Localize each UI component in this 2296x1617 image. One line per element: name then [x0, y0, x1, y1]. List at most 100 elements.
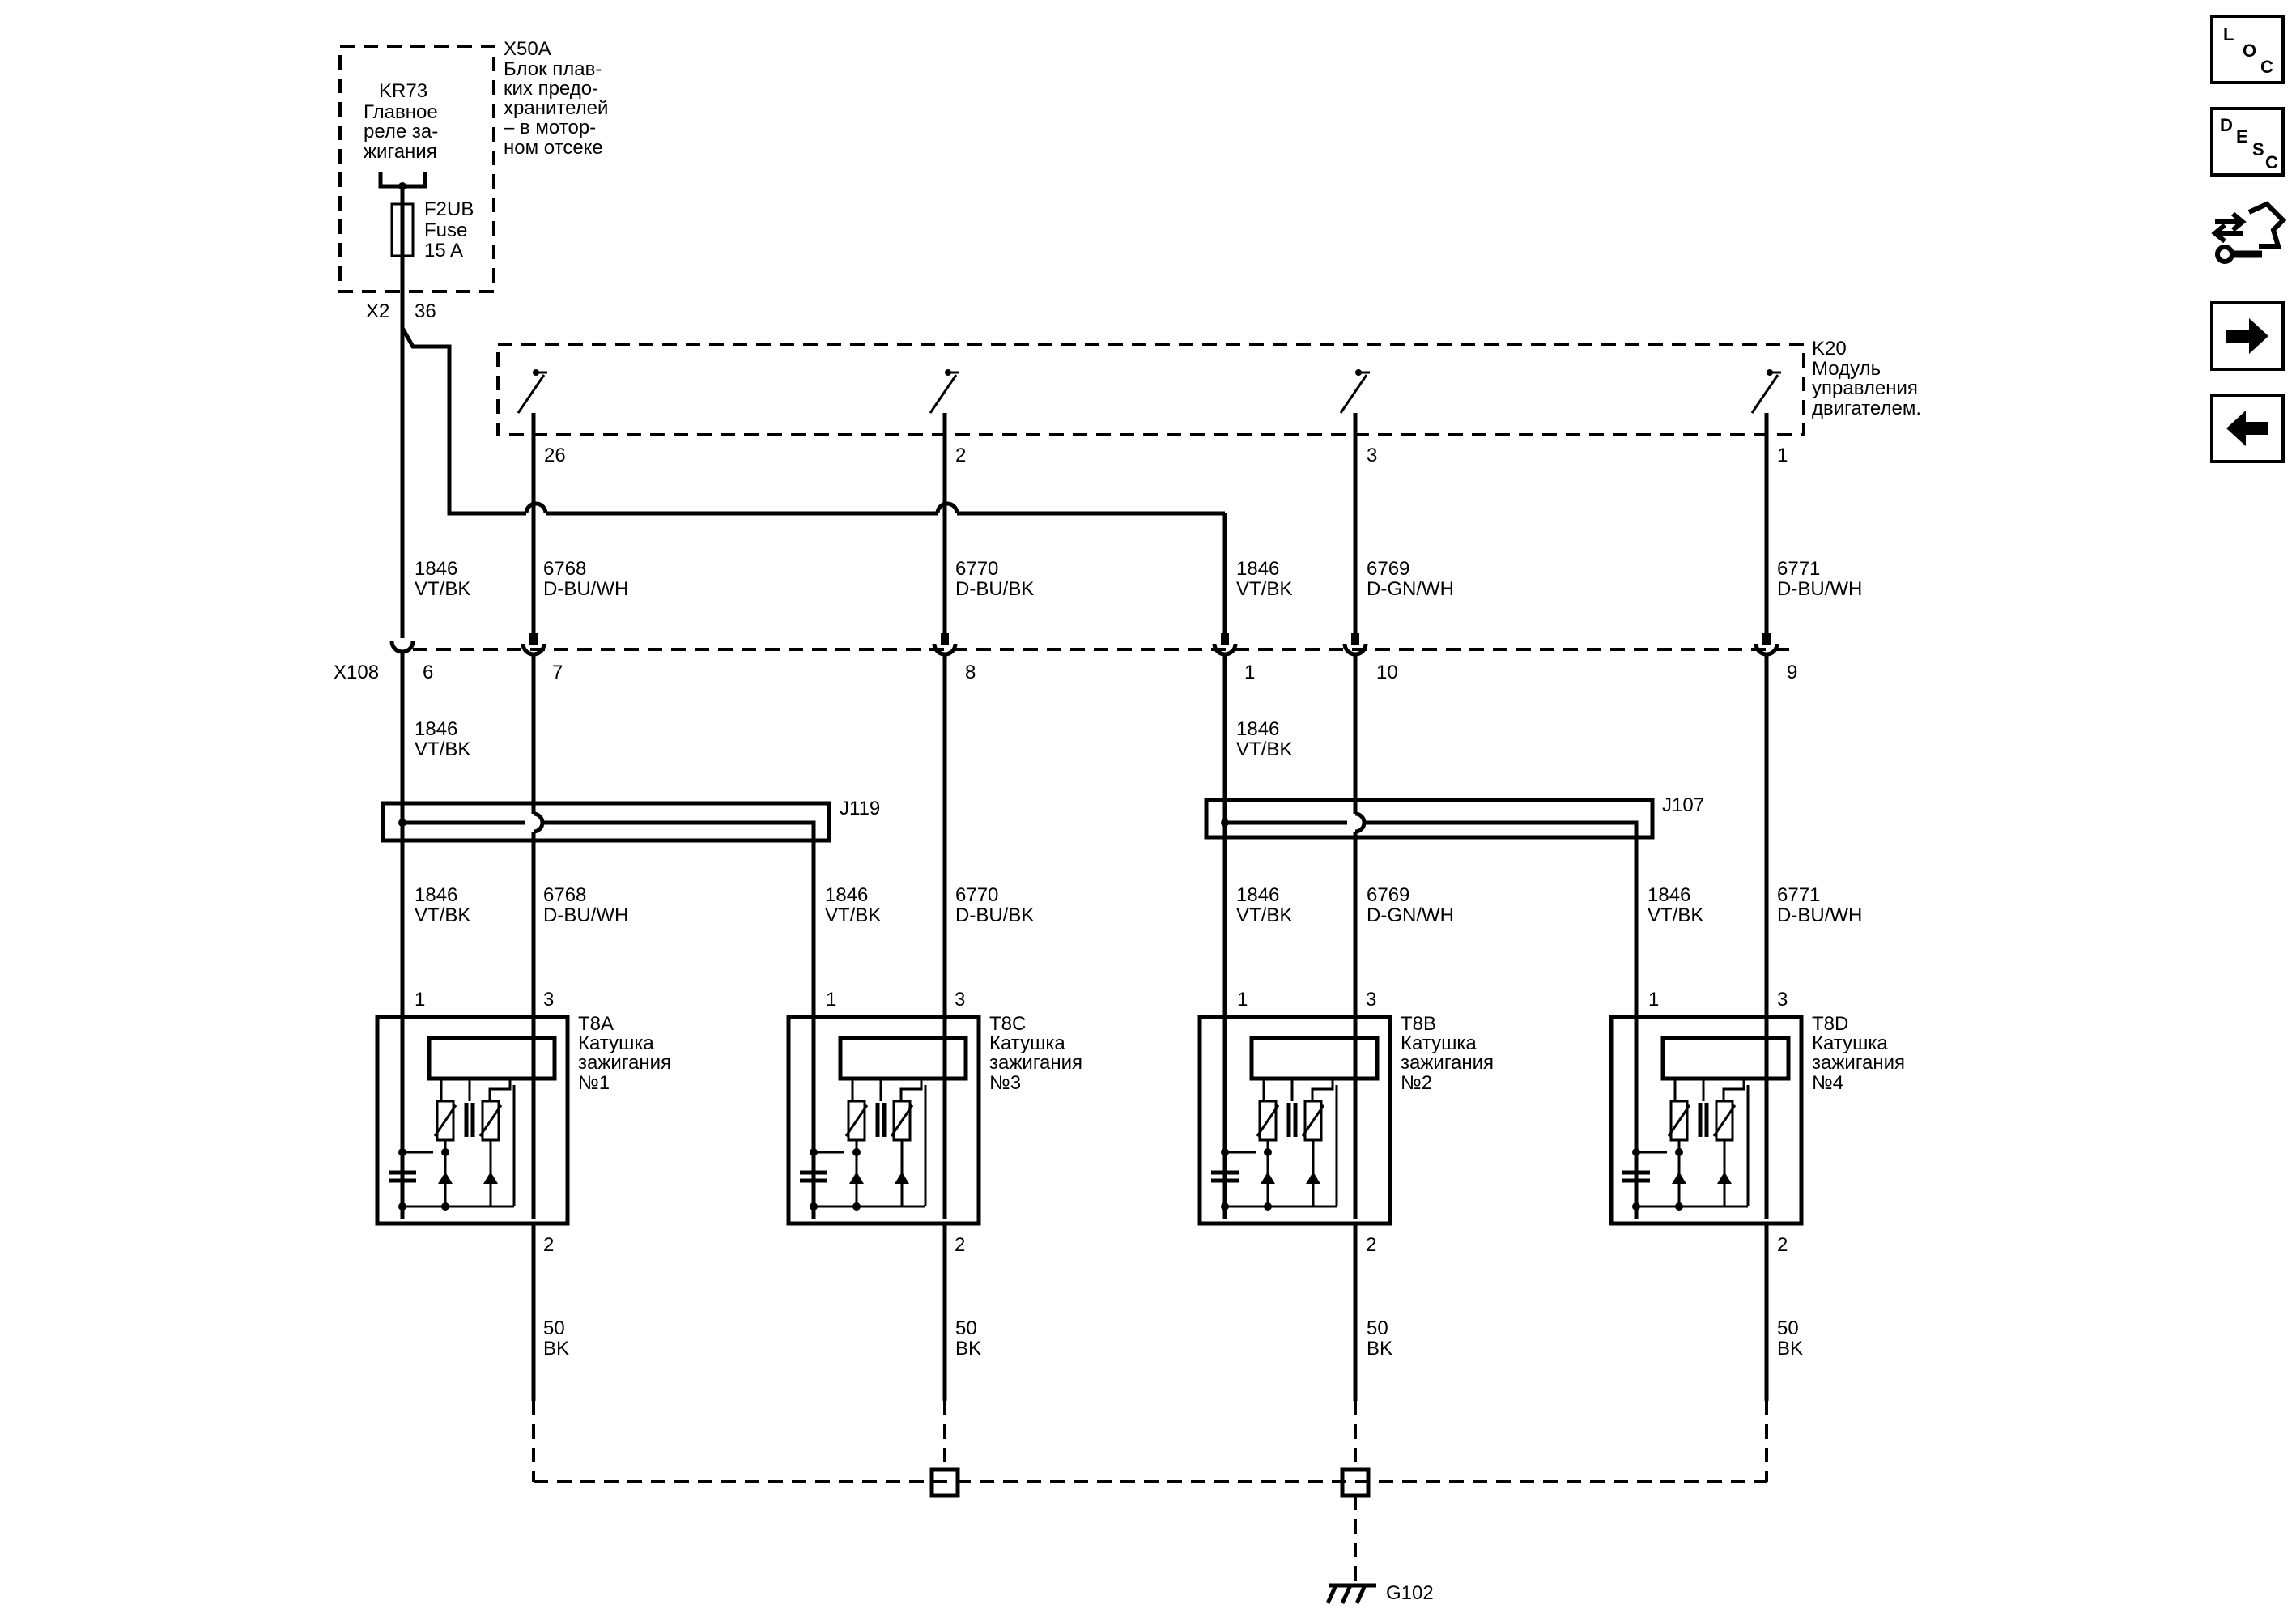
- coil-t8b: 1 3 2 T8B Катушка зажигания №2: [1197, 989, 1494, 1256]
- ecm-switch: [1339, 369, 1370, 414]
- relay-desc: Главное: [364, 101, 438, 123]
- wire-label: D-GN/WH: [1367, 578, 1454, 600]
- ecm-pin: 1: [1777, 445, 1788, 466]
- ecm-switch: [517, 369, 547, 414]
- fuse-block-desc: хранителей: [504, 97, 608, 119]
- coil-desc: зажигания: [1401, 1052, 1494, 1074]
- coil-pin: 2: [543, 1234, 554, 1256]
- wire-label: 1846: [415, 718, 457, 740]
- connector-pin: 10: [1376, 662, 1398, 683]
- coil-desc: зажигания: [989, 1052, 1082, 1074]
- wire-label: VT/BK: [415, 904, 470, 926]
- next-button[interactable]: [2210, 301, 2285, 371]
- connector-pin: 9: [1787, 662, 1797, 683]
- wire-label: 1846: [825, 884, 868, 906]
- coil-pin: 2: [955, 1234, 965, 1256]
- wire-label: 6768: [543, 558, 586, 580]
- coil-pin: 3: [955, 989, 965, 1011]
- ground-id: G102: [1386, 1582, 1434, 1604]
- wire-label: 1846: [415, 884, 457, 906]
- relay-desc: жигания: [364, 141, 437, 163]
- coil-id: T8D: [1812, 1013, 1848, 1035]
- connector-x2: X2: [366, 300, 389, 322]
- wire-label: D-BU/WH: [1777, 904, 1862, 926]
- connector-id: X108: [334, 662, 379, 683]
- coil-desc: №1: [578, 1072, 610, 1094]
- coil-desc: Катушка: [578, 1032, 654, 1054]
- pin-36: 36: [415, 300, 436, 322]
- wire-label: 50: [1367, 1317, 1388, 1339]
- previous-button[interactable]: [2210, 394, 2285, 463]
- fuse-block-desc: – в мотор-: [504, 117, 596, 138]
- coil-desc: Катушка: [1812, 1032, 1888, 1054]
- coil-pin: 3: [543, 989, 554, 1011]
- connector-x108: X108 6 7 8 1 10 9: [334, 633, 1797, 683]
- coil-desc: зажигания: [578, 1052, 671, 1074]
- coil-pin: 1: [415, 989, 425, 1011]
- wire-label: D-BU/BK: [955, 578, 1034, 600]
- ecm-pin: 3: [1367, 445, 1377, 466]
- ground-icon: G102: [1325, 1582, 1434, 1605]
- ecm-desc: двигателем.: [1812, 398, 1921, 419]
- ground-splice: [929, 1467, 960, 1498]
- coil-t8c: 1 3 2 T8C Катушка зажигания №3: [786, 989, 1082, 1256]
- lower-wire-labels: 1846 VT/BK 6768 D-BU/WH 1846 VT/BK 6770 …: [415, 884, 1862, 926]
- wire-label: 6771: [1777, 884, 1820, 906]
- splice-id: J119: [840, 798, 880, 819]
- wire-label: 6771: [1777, 558, 1820, 580]
- wire-label: 1846: [1236, 558, 1279, 580]
- ecm-desc: Модуль: [1812, 358, 1881, 380]
- wire-label: BK: [955, 1338, 981, 1360]
- coil-pin: 2: [1366, 1234, 1376, 1256]
- fuse-id: F2UB: [424, 198, 474, 220]
- splice-id: J107: [1662, 794, 1704, 816]
- wire-label: 1846: [415, 558, 457, 580]
- wire-label: 6770: [955, 884, 998, 906]
- wire-label: BK: [1777, 1338, 1803, 1360]
- ecm-id: K20: [1812, 338, 1847, 360]
- coil-t8a: 1 3 2 T8A Катушка зажигания №1: [375, 989, 671, 1256]
- wire-label: 6768: [543, 884, 586, 906]
- splice-j119: J119: [381, 798, 880, 1219]
- fuse-rating: 15 A: [424, 240, 463, 262]
- ecm-switch: [929, 369, 959, 414]
- wire-label: D-BU/WH: [543, 904, 628, 926]
- arrow-left-icon: [2226, 411, 2268, 446]
- wire-label: D-BU/WH: [1777, 578, 1862, 600]
- connector-wrench-icon: [2211, 201, 2287, 264]
- desc-letter: E: [2236, 126, 2248, 147]
- coil-pin: 1: [1648, 989, 1659, 1011]
- loc-button[interactable]: L O C: [2210, 15, 2285, 84]
- fuse-block-id: X50A: [504, 38, 551, 60]
- connector-view-button[interactable]: [2209, 198, 2287, 267]
- wire-label: 1846: [1236, 884, 1279, 906]
- wire-label: VT/BK: [1236, 578, 1292, 600]
- coil-pin: 2: [1777, 1234, 1788, 1256]
- upper-wire-labels: 1846 VT/BK 6768 D-BU/WH 6770 D-BU/BK 184…: [415, 558, 1862, 600]
- ecm-desc: управления: [1812, 377, 1918, 399]
- loc-letter: L: [2223, 24, 2234, 45]
- desc-letter: S: [2252, 139, 2264, 160]
- loc-letter: O: [2243, 40, 2257, 61]
- coil-desc: Катушка: [1401, 1032, 1477, 1054]
- connector-pin: 6: [423, 662, 433, 683]
- coil-desc: зажигания: [1812, 1052, 1905, 1074]
- coil-desc: №2: [1401, 1072, 1432, 1094]
- ecm-switch: [1750, 369, 1781, 414]
- coil-desc: №4: [1812, 1072, 1843, 1094]
- wire-label: VT/BK: [415, 578, 470, 600]
- loc-letter: C: [2260, 57, 2273, 77]
- coil-desc: Катушка: [989, 1032, 1065, 1054]
- wire-label: 50: [1777, 1317, 1799, 1339]
- wire-label: VT/BK: [1236, 904, 1292, 926]
- ecm-pin: 2: [955, 445, 966, 466]
- connector-pin: 8: [965, 662, 976, 683]
- desc-letter: C: [2265, 152, 2278, 172]
- wire-label: 6769: [1367, 884, 1409, 906]
- connector-pin: 1: [1244, 662, 1255, 683]
- coil-pin: 1: [826, 989, 836, 1011]
- desc-button[interactable]: D E S C: [2210, 107, 2285, 177]
- desc-letter: D: [2220, 115, 2233, 135]
- wire-label: BK: [1367, 1338, 1392, 1360]
